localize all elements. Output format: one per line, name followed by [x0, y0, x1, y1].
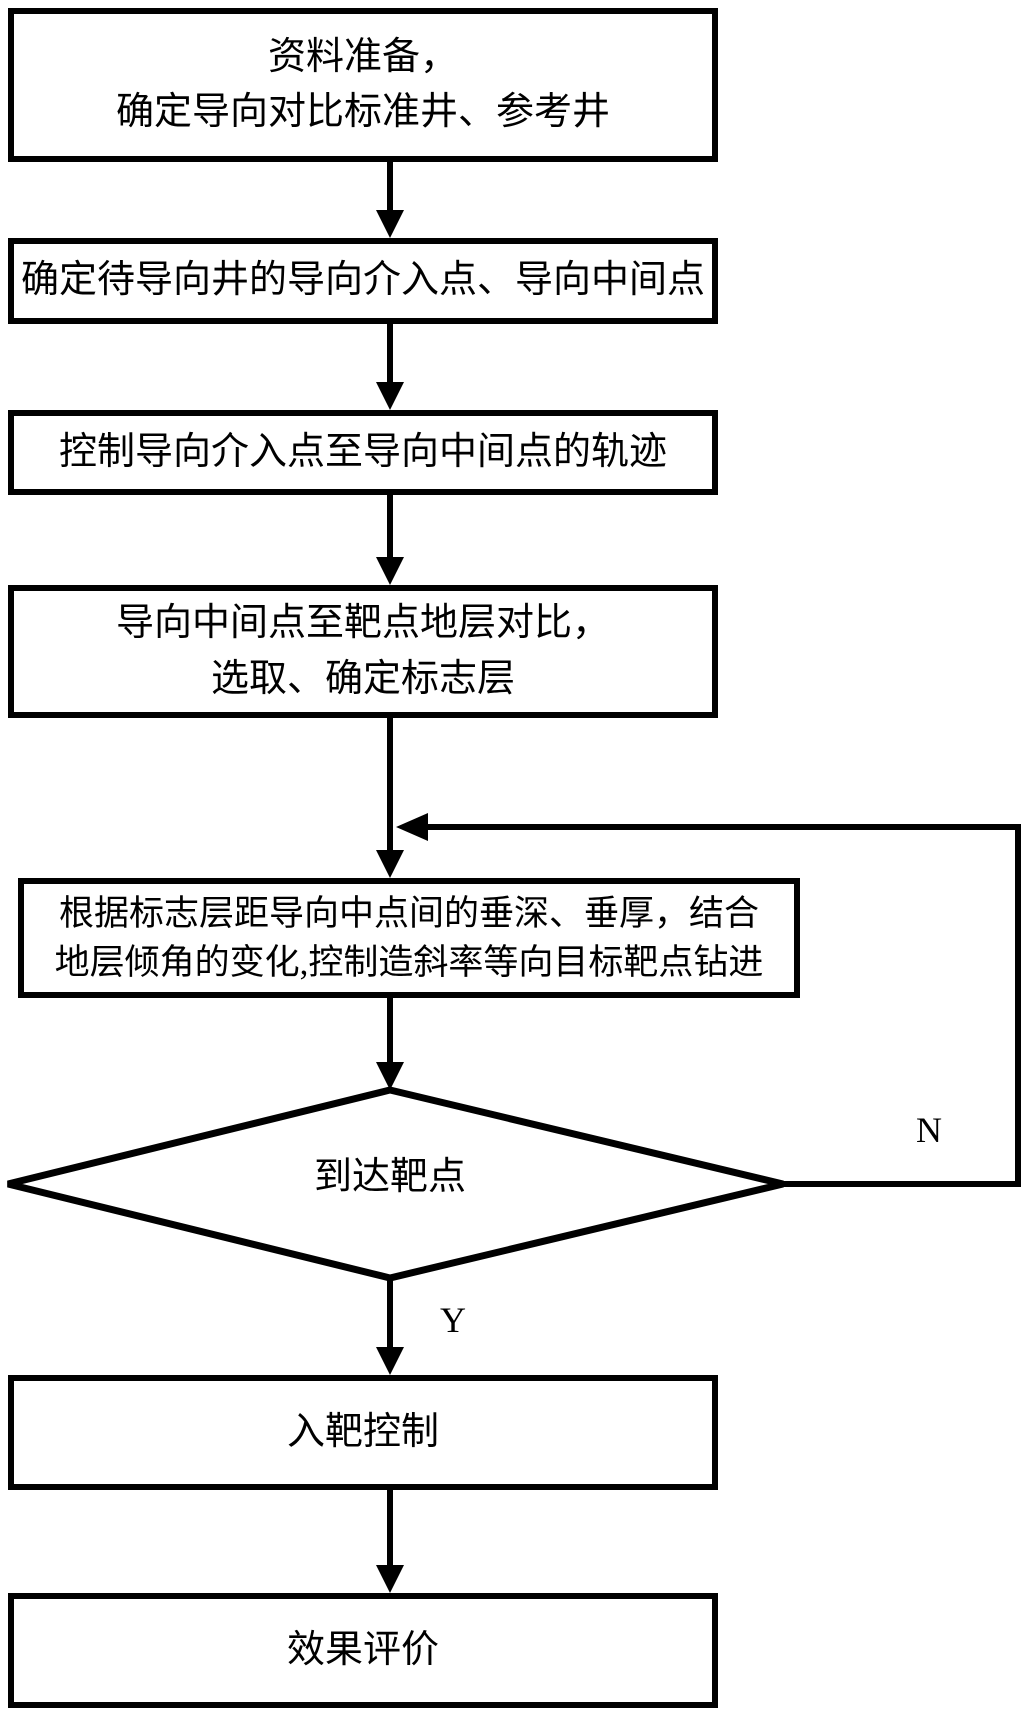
process-box-effect-evaluation: 效果评价 [8, 1593, 718, 1708]
process-box-target-entry-control: 入靶控制 [8, 1375, 718, 1490]
yes-branch-label: Y [440, 1300, 466, 1340]
arrow-step5-to-decision [376, 995, 404, 1090]
arrow-step2-to-step3 [376, 321, 404, 410]
box-line: 确定导向对比标准井、参考井 [115, 91, 610, 133]
box-line: 根据标志层距导向中点间的垂深、垂厚，结合 [58, 894, 759, 933]
box-line: 选取、确定标志层 [210, 657, 515, 700]
process-box-determine-entry-points: 确定待导向井的导向介入点、导向中间点 [8, 238, 718, 324]
arrow-step6-to-step7 [376, 1487, 404, 1593]
no-branch-connector [396, 813, 1021, 1187]
box-line: 资料准备， [267, 35, 458, 78]
process-box-data-preparation: 资料准备， 确定导向对比标准井、参考井 [8, 8, 718, 162]
box-line: 导向中间点至靶点地层对比， [115, 602, 610, 645]
process-box-control-trajectory: 控制导向介入点至导向中间点的轨迹 [8, 410, 718, 495]
decision-label: 到达靶点 [313, 1156, 466, 1198]
arrow-step3-to-step4 [376, 492, 404, 585]
box-line: 入靶控制 [286, 1410, 439, 1453]
process-box-formation-comparison: 导向中间点至靶点地层对比， 选取、确定标志层 [8, 585, 718, 718]
arrow-decision-to-step6 [376, 1278, 404, 1375]
box-line: 确定待导向井的导向介入点、导向中间点 [20, 259, 705, 302]
box-line: 效果评价 [286, 1628, 439, 1671]
box-line: 控制导向介入点至导向中间点的轨迹 [58, 430, 667, 473]
no-branch-label: N [916, 1110, 942, 1150]
process-box-drill-toward-target: 根据标志层距导向中点间的垂深、垂厚，结合 地层倾角的变化,控制造斜率等向目标靶点… [18, 878, 800, 998]
arrow-step4-to-step5 [376, 715, 404, 878]
box-line: 地层倾角的变化,控制造斜率等向目标靶点钻进 [54, 943, 764, 982]
arrow-step1-to-step2 [376, 157, 404, 238]
